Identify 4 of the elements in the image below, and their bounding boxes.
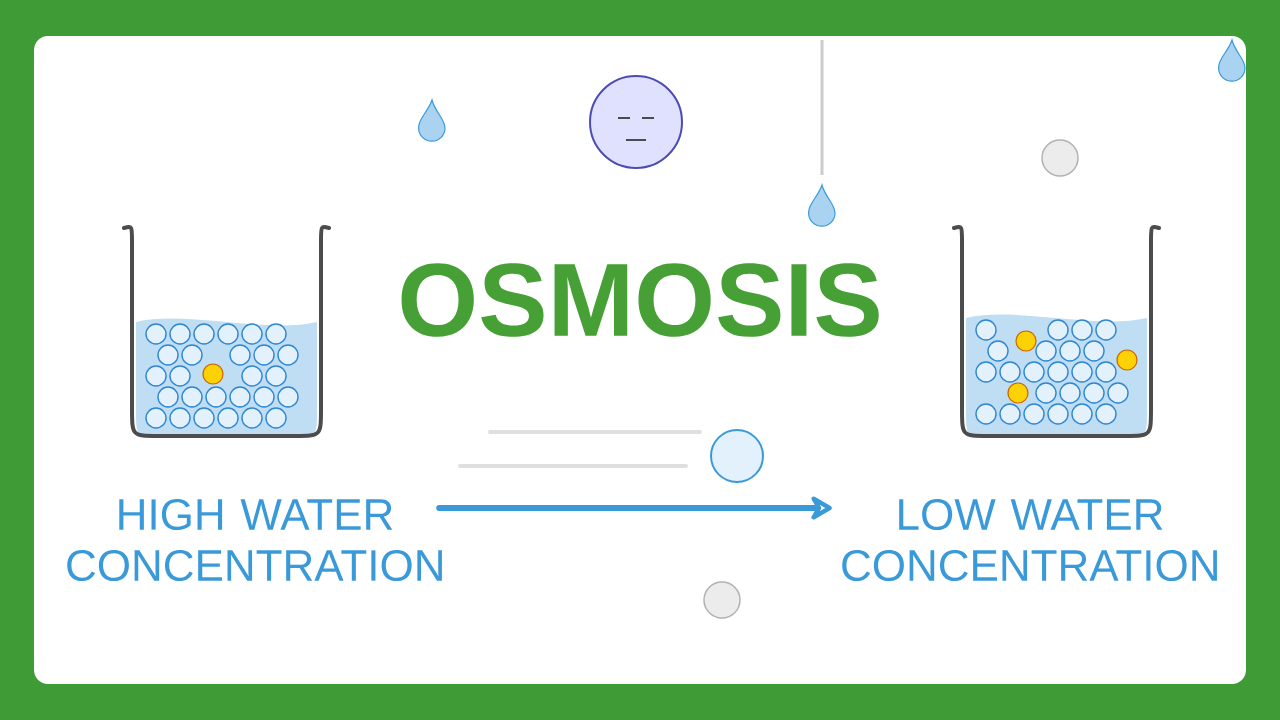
title: OSMOSIS (401, 263, 879, 337)
concentration-label: LOW WATER CONCENTRATION (842, 498, 1217, 582)
concentration-label: HIGH WATER CONCENTRATION (67, 498, 442, 582)
arrow (436, 496, 832, 520)
